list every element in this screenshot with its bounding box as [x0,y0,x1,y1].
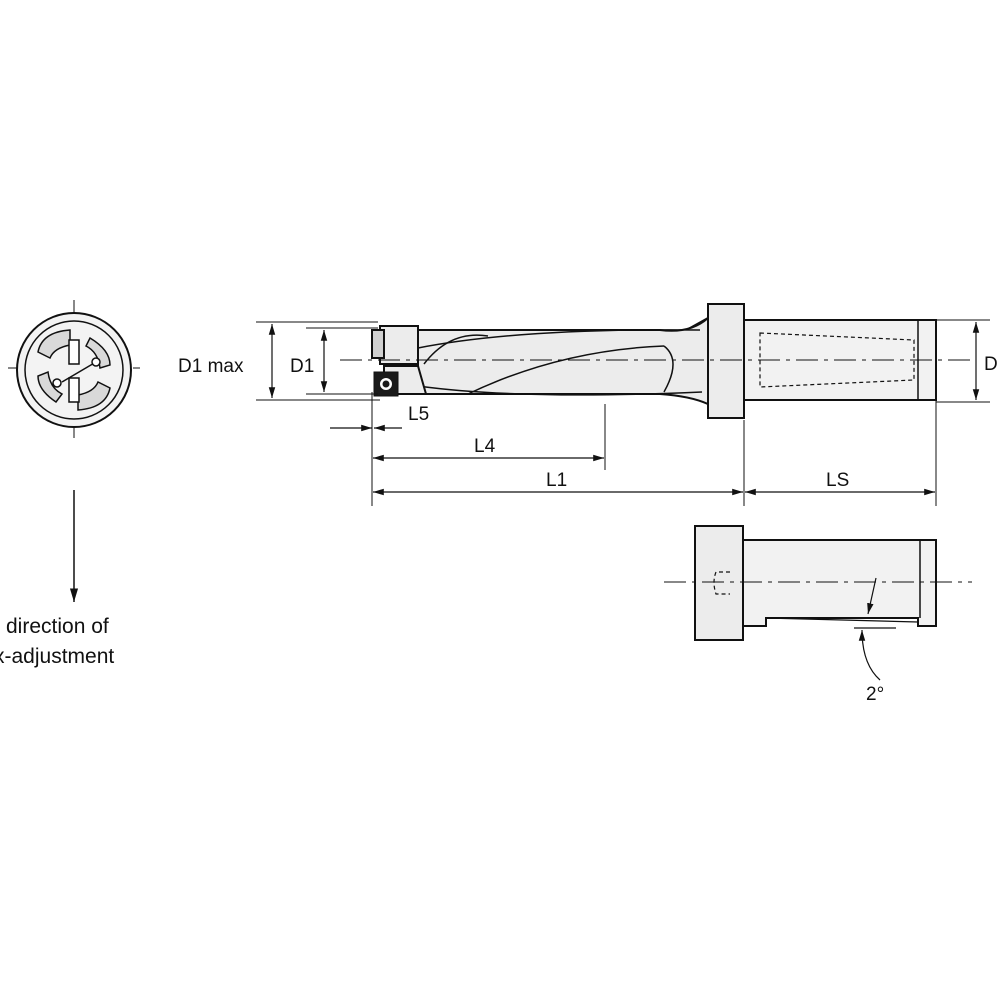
label-l1: L1 [546,470,567,491]
label-l4: L4 [474,436,496,457]
end-view [8,300,140,438]
label-d1: D1 [290,356,314,377]
drill-body [417,315,709,406]
dimension-lines [268,322,980,496]
drill-side-view [371,303,937,419]
note-line-2: x-adjustment [0,645,115,668]
shank-detail-view [694,525,937,641]
angle-indicator [854,577,896,681]
label-l5: L5 [408,404,429,425]
adjustment-note: direction of x-adjustment [0,612,114,672]
note-line-1: direction of [6,615,109,638]
label-d1-max: D1 max [178,356,244,377]
label-ls: LS [826,470,849,491]
detail-shank [742,539,937,627]
label-angle: 2° [866,684,884,705]
shank-internal-hidden [759,332,915,388]
flange [707,303,745,419]
detail-flange [694,525,744,641]
label-d: D [984,354,998,375]
extension-lines [256,319,990,506]
